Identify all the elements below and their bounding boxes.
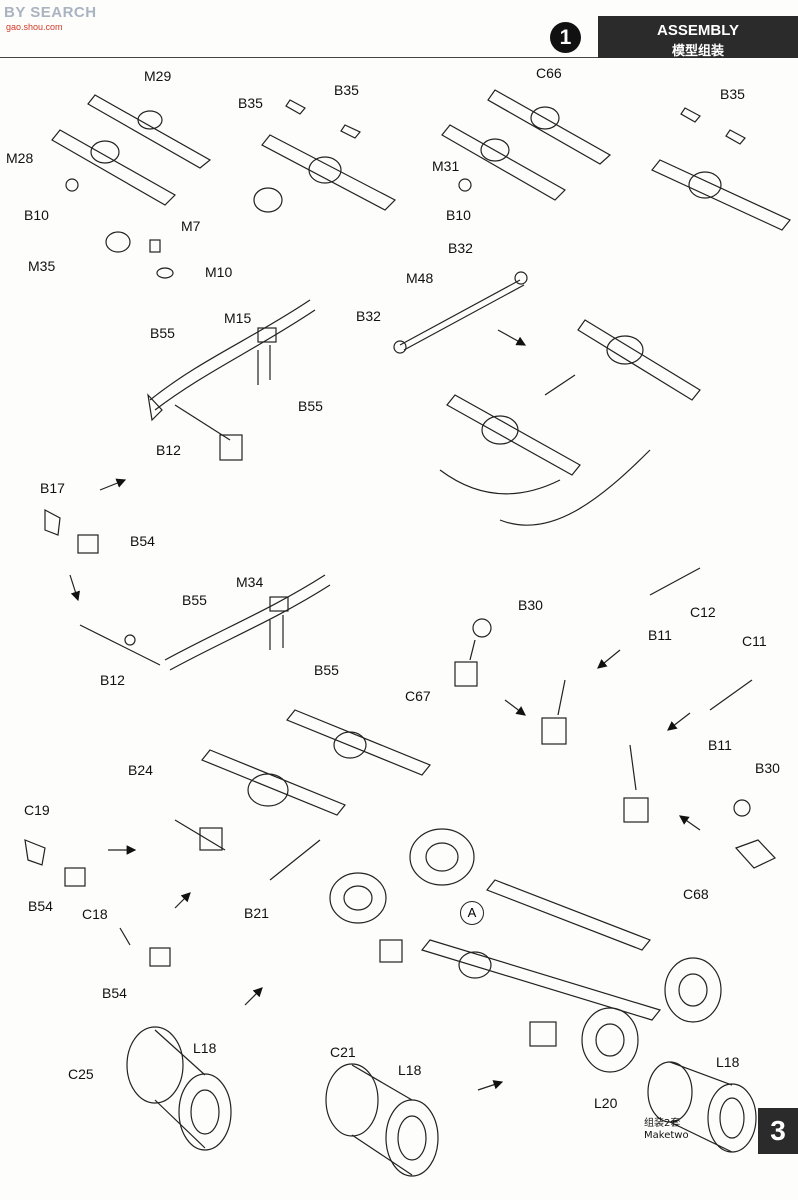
axle-drawing-3 [441, 89, 612, 201]
part-label-m48: M48 [406, 270, 434, 286]
watermark-url: gao.shou.com [6, 22, 63, 32]
part-label-m34: M34 [236, 574, 264, 590]
leaf-spring-drawing-2 [79, 574, 331, 671]
part-label-l18: L18 [716, 1054, 740, 1070]
part-label-b30: B30 [755, 760, 780, 776]
page-number: 3 [758, 1108, 798, 1154]
part-label-b11: B11 [708, 737, 732, 753]
part-label-c25: C25 [68, 1066, 94, 1082]
bracket-drawing-1 [44, 478, 127, 602]
part-label-b55: B55 [314, 662, 339, 678]
watermark-logo: BY SEARCH [4, 4, 97, 21]
watermark-text: BY SEARCH [4, 4, 97, 21]
final-assembly-drawing [329, 828, 722, 1073]
wheel-assembly-drawing-1 [126, 1026, 232, 1151]
suspension-assembly-drawing-1 [439, 319, 701, 526]
part-label-b12: B12 [156, 442, 181, 458]
part-label-b55: B55 [150, 325, 175, 341]
axle-drawing-4 [651, 107, 791, 231]
leaf-spring-drawing-1 [147, 299, 316, 461]
part-label-b17: B17 [40, 480, 65, 496]
part-label-c66: C66 [536, 65, 562, 81]
assembly-note-english: Maketwo [644, 1130, 689, 1141]
part-label-b54: B54 [102, 985, 127, 1001]
part-label-b12: B12 [100, 672, 125, 688]
part-label-b32: B32 [356, 308, 381, 324]
part-label-c12: C12 [690, 604, 716, 620]
part-label-b55: B55 [182, 592, 207, 608]
part-label-b30: B30 [518, 597, 543, 613]
part-label-b35: B35 [334, 82, 359, 98]
wheel-assembly-drawing-3 [647, 1061, 757, 1153]
header-title: ASSEMBLY [657, 22, 739, 39]
assembly-note: 组装2套 Maketwo [644, 1118, 689, 1142]
part-label-b24: B24 [128, 762, 153, 778]
assembly-note-chinese: 组装2套 [644, 1118, 681, 1129]
part-label-b35: B35 [720, 86, 745, 102]
part-label-b32: B32 [448, 240, 473, 256]
part-label-m31: M31 [432, 158, 460, 174]
part-label-m28: M28 [6, 150, 34, 166]
part-label-c11: C11 [742, 633, 767, 649]
callout-circle-a: A [460, 901, 484, 925]
axle-drawing-2 [253, 99, 397, 213]
part-label-c67: C67 [405, 688, 431, 704]
part-label-b54: B54 [130, 533, 155, 549]
part-label-b10: B10 [24, 207, 49, 223]
part-label-b10: B10 [446, 207, 471, 223]
rod-parts-drawing [623, 567, 753, 823]
header-rule [0, 57, 798, 58]
part-label-c18: C18 [82, 906, 108, 922]
part-label-l20: L20 [594, 1095, 618, 1111]
part-label-m35: M35 [28, 258, 56, 274]
part-label-b54: B54 [28, 898, 53, 914]
part-label-c68: C68 [683, 886, 709, 902]
valve-parts-drawing-2 [679, 799, 777, 869]
part-label-b55: B55 [298, 398, 323, 414]
diff-parts-drawing [105, 231, 174, 279]
header-banner: ASSEMBLY 模型组装 [598, 16, 798, 59]
chassis-assembly-drawing [174, 709, 431, 881]
part-label-m7: M7 [181, 218, 201, 234]
header-subtitle: 模型组装 [671, 44, 724, 59]
part-label-l18: L18 [193, 1040, 217, 1056]
part-label-m10: M10 [205, 264, 233, 280]
driveshaft-drawing [393, 271, 528, 354]
part-label-b21: B21 [244, 905, 269, 921]
bracket-drawing-2 [24, 839, 263, 1006]
part-label-b11: B11 [648, 627, 672, 643]
part-label-c19: C19 [24, 802, 50, 818]
part-label-m15: M15 [224, 310, 252, 326]
axle-drawing-1 [51, 94, 212, 206]
part-label-c21: C21 [330, 1044, 356, 1060]
valve-parts-drawing-1 [454, 618, 621, 745]
part-label-m29: M29 [144, 68, 172, 84]
step-number-badge: 1 [550, 22, 581, 53]
part-label-b35: B35 [238, 95, 263, 111]
part-label-l18: L18 [398, 1062, 422, 1078]
wheel-assembly-drawing-2 [325, 1063, 504, 1177]
